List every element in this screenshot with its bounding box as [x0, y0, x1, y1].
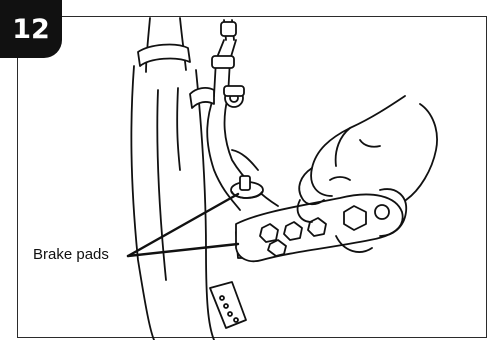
brake-pads-label: Brake pads [33, 246, 109, 263]
step-number-badge: 12 [0, 0, 62, 58]
wrench-tool [236, 194, 403, 261]
brake-cable [212, 20, 236, 96]
fork-dropout-plate [210, 282, 246, 328]
fork-leg [131, 18, 214, 340]
callout-leader-lines [128, 194, 238, 256]
